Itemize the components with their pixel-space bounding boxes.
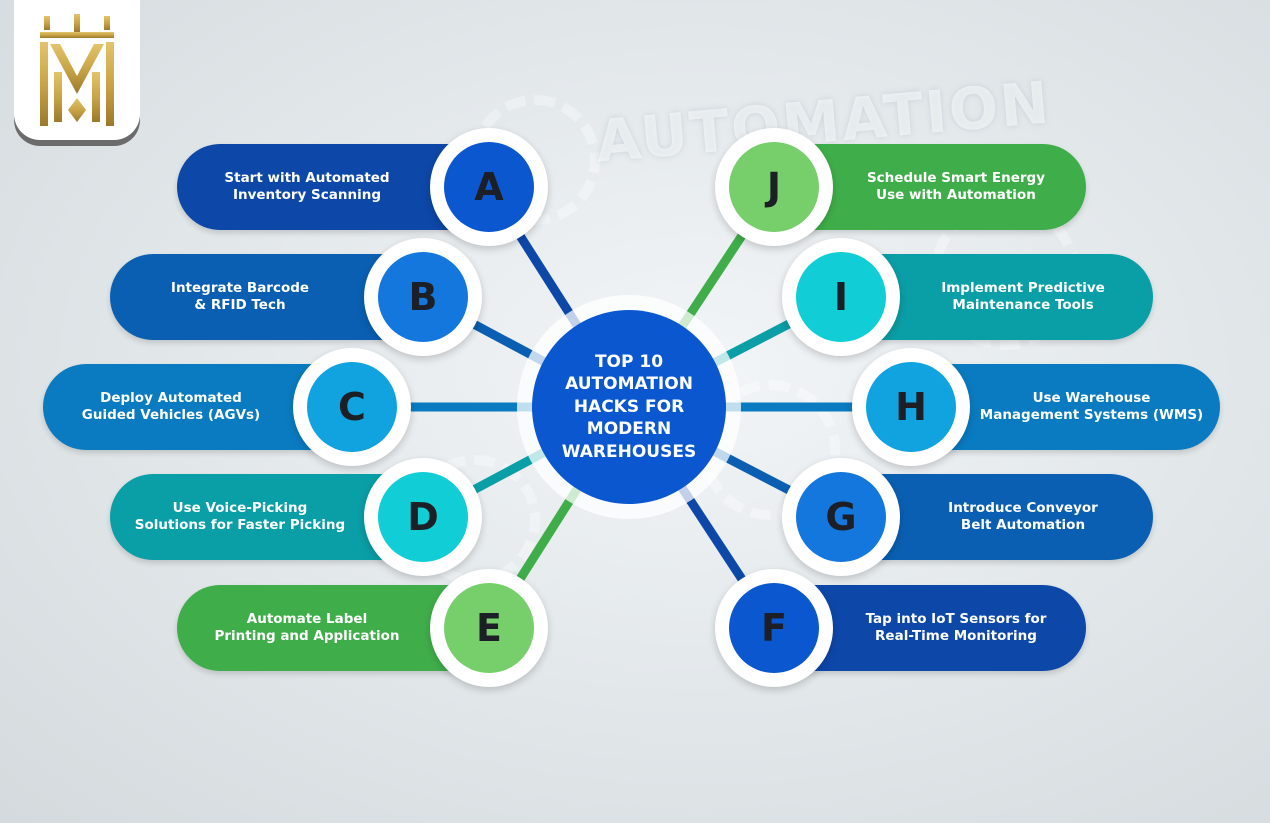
hack-letter: F xyxy=(729,583,819,673)
hack-node-h: H xyxy=(852,348,970,466)
hack-letter: H xyxy=(866,362,956,452)
hack-label: Integrate Barcode & RFID Tech xyxy=(170,280,310,313)
hack-letter: A xyxy=(444,142,534,232)
hack-label: Introduce Conveyor Belt Automation xyxy=(948,500,1098,533)
hack-label: Automate Label Printing and Application xyxy=(214,611,400,644)
hack-node-f: F xyxy=(715,569,833,687)
hack-label: Start with Automated Inventory Scanning xyxy=(224,170,390,203)
hack-label: Use Voice-Picking Solutions for Faster P… xyxy=(134,500,346,533)
hack-node-i: I xyxy=(782,238,900,356)
hack-letter: I xyxy=(796,252,886,342)
hack-label: Deploy Automated Guided Vehicles (AGVs) xyxy=(81,390,261,423)
hack-node-b: B xyxy=(364,238,482,356)
company-logo xyxy=(14,0,140,140)
hack-node-a: A xyxy=(430,128,548,246)
hack-node-d: D xyxy=(364,458,482,576)
hack-letter: G xyxy=(796,472,886,562)
hack-letter: J xyxy=(729,142,819,232)
crown-monogram-logo-icon xyxy=(40,14,114,126)
hack-letter: E xyxy=(444,583,534,673)
hack-letter: D xyxy=(378,472,468,562)
hack-node-e: E xyxy=(430,569,548,687)
hack-node-c: C xyxy=(293,348,411,466)
hack-label: Implement Predictive Maintenance Tools xyxy=(941,280,1105,313)
hack-label: Tap into IoT Sensors for Real-Time Monit… xyxy=(865,611,1047,644)
hack-letter: C xyxy=(307,362,397,452)
hack-node-g: G xyxy=(782,458,900,576)
hack-label: Use Warehouse Management Systems (WMS) xyxy=(979,390,1204,423)
center-title: TOP 10 AUTOMATION HACKS FOR MODERN WAREH… xyxy=(561,351,697,462)
hack-label: Schedule Smart Energy Use with Automatio… xyxy=(866,170,1046,203)
hack-letter: B xyxy=(378,252,468,342)
center-hub: TOP 10 AUTOMATION HACKS FOR MODERN WAREH… xyxy=(532,310,726,504)
hack-node-j: J xyxy=(715,128,833,246)
